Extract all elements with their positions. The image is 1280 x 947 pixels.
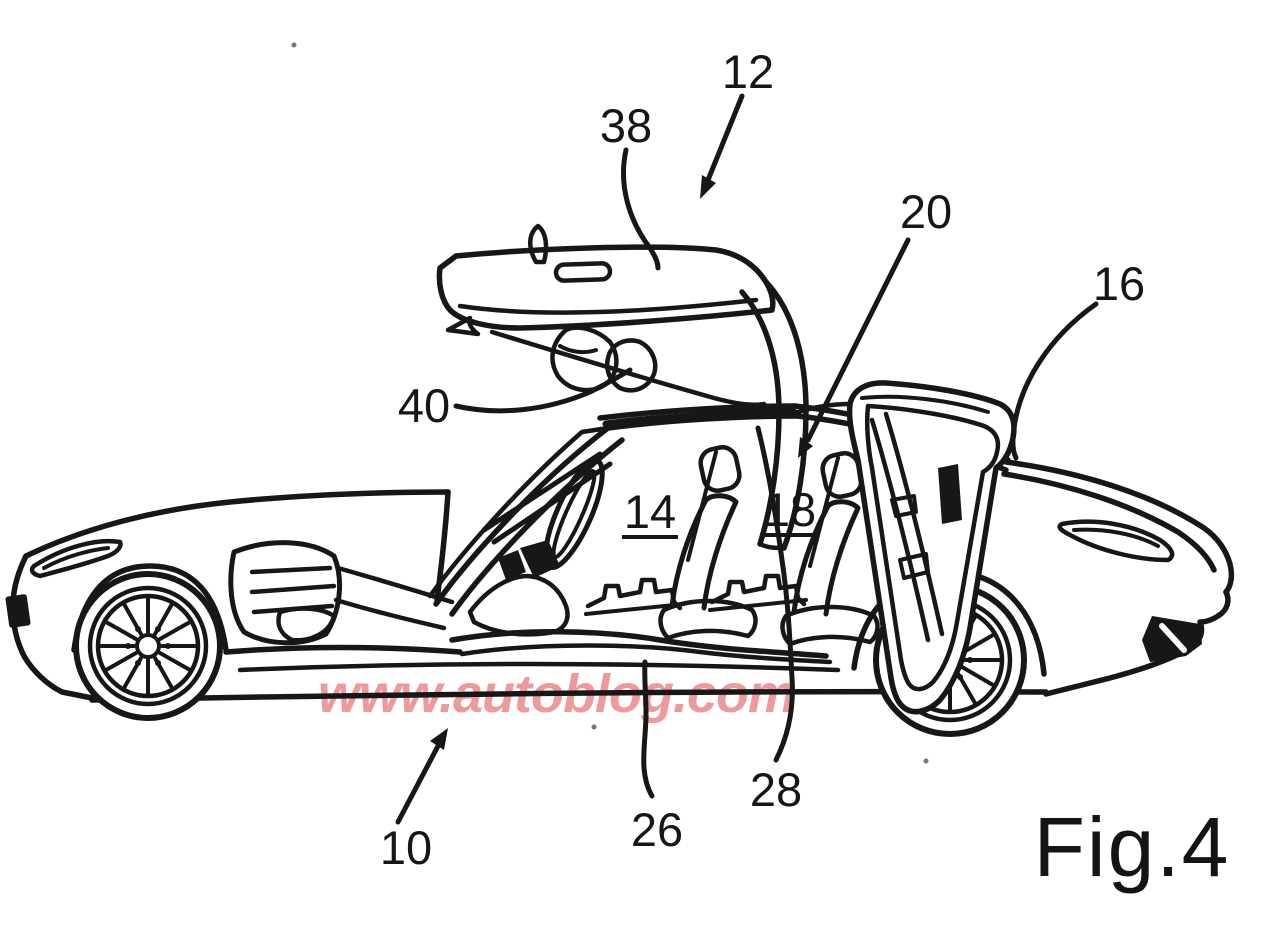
leader-20 [805,237,911,443]
leader-lines [395,93,1099,825]
leader-26 [641,659,655,799]
open-rear-door [436,223,809,551]
open-front-door [795,380,1017,715]
ref-label-10: 10 [380,821,432,874]
leader-28 [755,425,795,763]
cabin-interior [467,445,880,647]
dashboard [481,451,613,545]
ref-label-38: 38 [600,99,652,152]
scan-specks [291,42,929,764]
arrowhead-12 [700,175,716,199]
arrowhead-10 [430,728,448,750]
ref-label-18: 18 [764,483,816,536]
leader-10 [395,743,441,825]
leader-12 [705,93,745,183]
reference-labels: 12 38 20 16 40 14 18 10 26 28 [380,45,1145,874]
ref-label-12: 12 [722,45,774,98]
ref-label-40: 40 [398,379,450,432]
seat-rail-rear [709,573,807,607]
ref-label-26: 26 [631,803,683,856]
seat-rail-front [585,577,683,611]
ref-label-16: 16 [1093,257,1145,310]
arrowhead-20 [798,437,813,458]
leader-38 [621,147,661,271]
rear-wheel [73,571,223,721]
mirror-fin [528,223,549,265]
leader-16 [1010,301,1099,461]
ref-label-28: 28 [750,763,802,816]
front-seat [658,445,758,641]
leader-40 [453,367,633,414]
ref-label-20: 20 [900,185,952,238]
figure-caption: Fig.4 [1034,800,1231,894]
ref-label-14: 14 [624,485,676,538]
